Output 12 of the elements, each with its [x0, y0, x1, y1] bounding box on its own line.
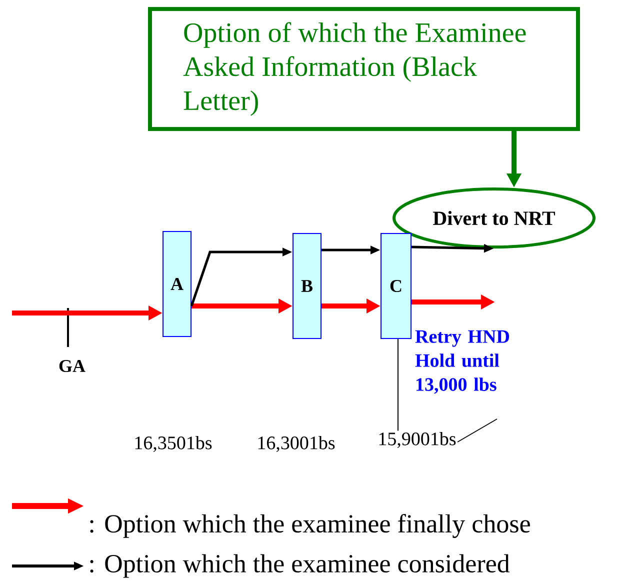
- weight-label: 16,3501bs: [135, 436, 212, 452]
- legend-text: : Option which the examinee considered: [90, 554, 510, 578]
- checkpoint-box: C: [380, 233, 412, 339]
- checkpoint-box: A: [162, 231, 192, 337]
- weight-label: 15,9001bs: [379, 432, 456, 448]
- callout-box: Option of which the Examinee Asked Information (Black Letter): [148, 7, 580, 131]
- leader-line: [457, 418, 498, 442]
- checkpoint-box: B: [292, 233, 322, 339]
- note-text: Retry HND Hold until 13,000 lbs: [415, 330, 510, 394]
- text-label: GA: [59, 360, 86, 372]
- legend-text: : Option which the examinee finally chose: [90, 514, 530, 538]
- weight-label: 16,3001bs: [258, 436, 335, 452]
